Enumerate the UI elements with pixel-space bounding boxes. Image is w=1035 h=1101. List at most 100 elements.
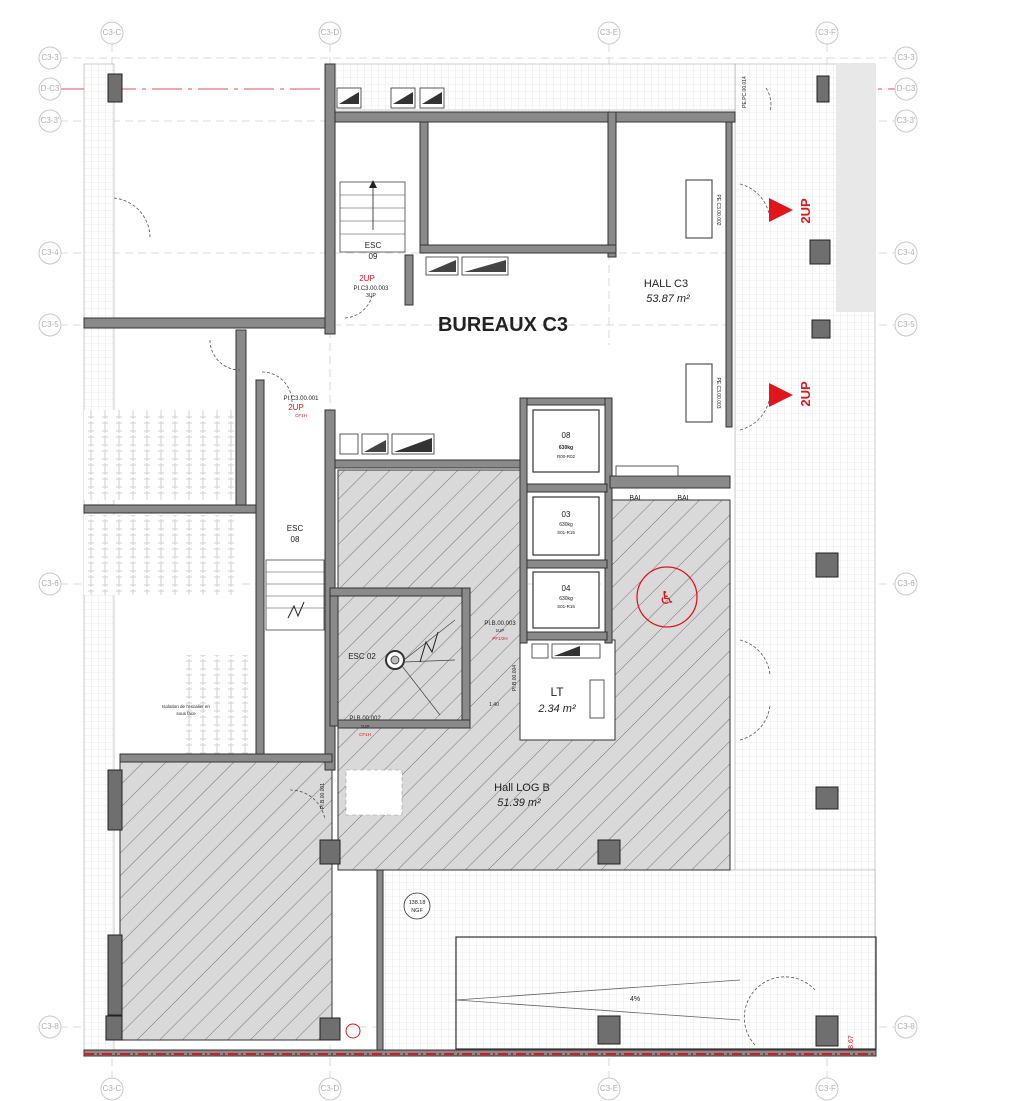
- grid-row-right-label: C3-6: [897, 579, 915, 588]
- up-arrow-icon: [769, 198, 793, 222]
- ramp: [455, 936, 877, 1050]
- door-tag-code: PE.PC.00.014: [742, 76, 748, 108]
- room-area-hall-log-b: 51.39 m²: [497, 797, 541, 809]
- grid-row-right-label: C3-5: [897, 320, 915, 329]
- accessibility-icon: ♿: [659, 588, 675, 608]
- accessibility-circle: [636, 566, 698, 628]
- grid-column-bottom-label: C3-C: [103, 1084, 122, 1093]
- elevation-label: 8.67: [848, 1035, 855, 1049]
- door-tag-l2: CF1H: [359, 732, 371, 737]
- ngf-marker: [403, 892, 431, 920]
- grid-row-right-bubble: [894, 1015, 918, 1039]
- door-swings: [113, 87, 816, 1046]
- grid-column-bottom-bubble: [597, 1077, 621, 1101]
- grid-row-right-label: C3-3: [897, 53, 915, 62]
- room-area-hall-c3: 53.87 m²: [646, 293, 690, 305]
- pe-panel: [685, 363, 713, 423]
- grid-column-top-label: C3-D: [321, 28, 340, 37]
- grid-column-top-bubble: [100, 21, 124, 45]
- lift-levels: S01-R15: [557, 604, 575, 609]
- grid-row-left-bubble: [38, 46, 62, 70]
- room-name-hall-c3: HALL C3: [644, 278, 688, 290]
- stairs-08: [265, 559, 325, 631]
- isolation-note: Isolation de l'escalier en: [162, 704, 210, 709]
- stairs-esc02: [385, 619, 456, 716]
- lift-levels: R00-R02: [557, 454, 576, 459]
- stair-name: ESC 02: [348, 652, 376, 661]
- room-area-lt: 2.34 m²: [537, 703, 576, 715]
- grid-row-left-bubble: [38, 1015, 62, 1039]
- lift-number: 04: [562, 584, 571, 593]
- exterior-grey-band: [836, 64, 876, 312]
- grid-row-right-bubble: [894, 46, 918, 70]
- lift-load: 630kg: [559, 522, 573, 528]
- grid-row-right-bubble: [894, 313, 918, 337]
- door-tag-code: PE.C3.00.002: [715, 194, 721, 225]
- grid-row-right-bubble: [894, 109, 918, 133]
- page-title: BUREAUX C3: [438, 314, 568, 336]
- bal-label: BAL: [677, 495, 690, 502]
- grid-column-top-label: C3-E: [600, 28, 618, 37]
- grid-row-left-label: C3-8: [41, 1022, 59, 1031]
- balustrade-zone: [84, 515, 239, 595]
- door-tag-code: PI.C3.00.001: [283, 396, 319, 402]
- grid-column-bottom-label: C3-D: [321, 1084, 340, 1093]
- grid-row-left-label: C3-3': [41, 116, 60, 125]
- door-tag-l1: 2UP: [359, 274, 375, 283]
- stair-name: ESC: [365, 241, 382, 250]
- grid-row-right-label: D-C3: [897, 84, 916, 93]
- grid-row-right-label: C3-3': [897, 116, 916, 125]
- door-tag-l2: 3UP: [366, 293, 376, 299]
- grid-row-left-bubble: [38, 109, 62, 133]
- grid-column-top-bubble: [318, 21, 342, 45]
- grid-row-right-bubble: [894, 77, 918, 101]
- door-tag-code: PI.C3.00.003: [353, 286, 389, 292]
- lift-shafts: [532, 409, 600, 629]
- door-tag-l2: CF1H: [295, 413, 307, 418]
- grid-row-left-bubble: [38, 313, 62, 337]
- balustrade-zone: [180, 655, 250, 765]
- grid-column-bottom-bubble: [815, 1077, 839, 1101]
- grid-row-left-label: C3-5: [41, 320, 59, 329]
- grid-row-right-bubble: [894, 241, 918, 265]
- grid-row-left-bubble: [38, 77, 62, 101]
- smoke-marker-icon: [345, 1023, 361, 1039]
- stairs-09: [339, 180, 406, 253]
- bal-label: BAL: [629, 495, 642, 502]
- grid-row-left-label: C3-6: [41, 579, 59, 588]
- isolation-note: sous face: [176, 711, 196, 716]
- grid-column-top-label: C3-C: [103, 28, 122, 37]
- grid-row-left-label: D-C3: [41, 84, 60, 93]
- cabinets: [336, 87, 679, 719]
- stair-number: 09: [369, 252, 378, 261]
- stair-name: ESC: [287, 524, 304, 533]
- door-tag-code: PI.B.00.004: [512, 665, 518, 691]
- lift-number: 03: [562, 510, 571, 519]
- lift-number: 08: [562, 431, 571, 440]
- grid-column-top-label: C3-F: [818, 28, 836, 37]
- ramp-slope: 4%: [630, 996, 640, 1003]
- grid-column-top-bubble: [815, 21, 839, 45]
- lift-load: 630kg: [559, 445, 573, 451]
- door-tag-code: PI.B.00.002: [349, 716, 381, 722]
- door-tag-code: PE.C3.00.003: [715, 377, 721, 408]
- ngf-value: 138.18: [409, 900, 426, 906]
- door-tag-code: PI.B.00.001: [320, 783, 326, 809]
- lift-levels: S01-R15: [557, 530, 575, 535]
- up-arrow-icon: [769, 383, 793, 407]
- tiled-strip-bottom: [379, 869, 876, 1051]
- up-marker: 2UP: [798, 381, 813, 407]
- door-tag-l1: 1UP: [496, 628, 505, 633]
- grid-column-bottom-bubble: [318, 1077, 342, 1101]
- up-marker: 2UP: [798, 198, 813, 224]
- grid-column-bottom-label: C3-F: [818, 1084, 836, 1093]
- ngf-unit: NGF: [411, 908, 423, 914]
- door-tag-l1: 2UP: [288, 403, 304, 412]
- balustrade-zone: [84, 410, 239, 500]
- grid-row-right-bubble: [894, 572, 918, 596]
- grid-row-left-bubble: [38, 572, 62, 596]
- lift-load: 630kg: [559, 596, 573, 602]
- grid-row-right-label: C3-8: [897, 1022, 915, 1031]
- columns: [105, 73, 839, 1047]
- grid-column-top-bubble: [597, 21, 621, 45]
